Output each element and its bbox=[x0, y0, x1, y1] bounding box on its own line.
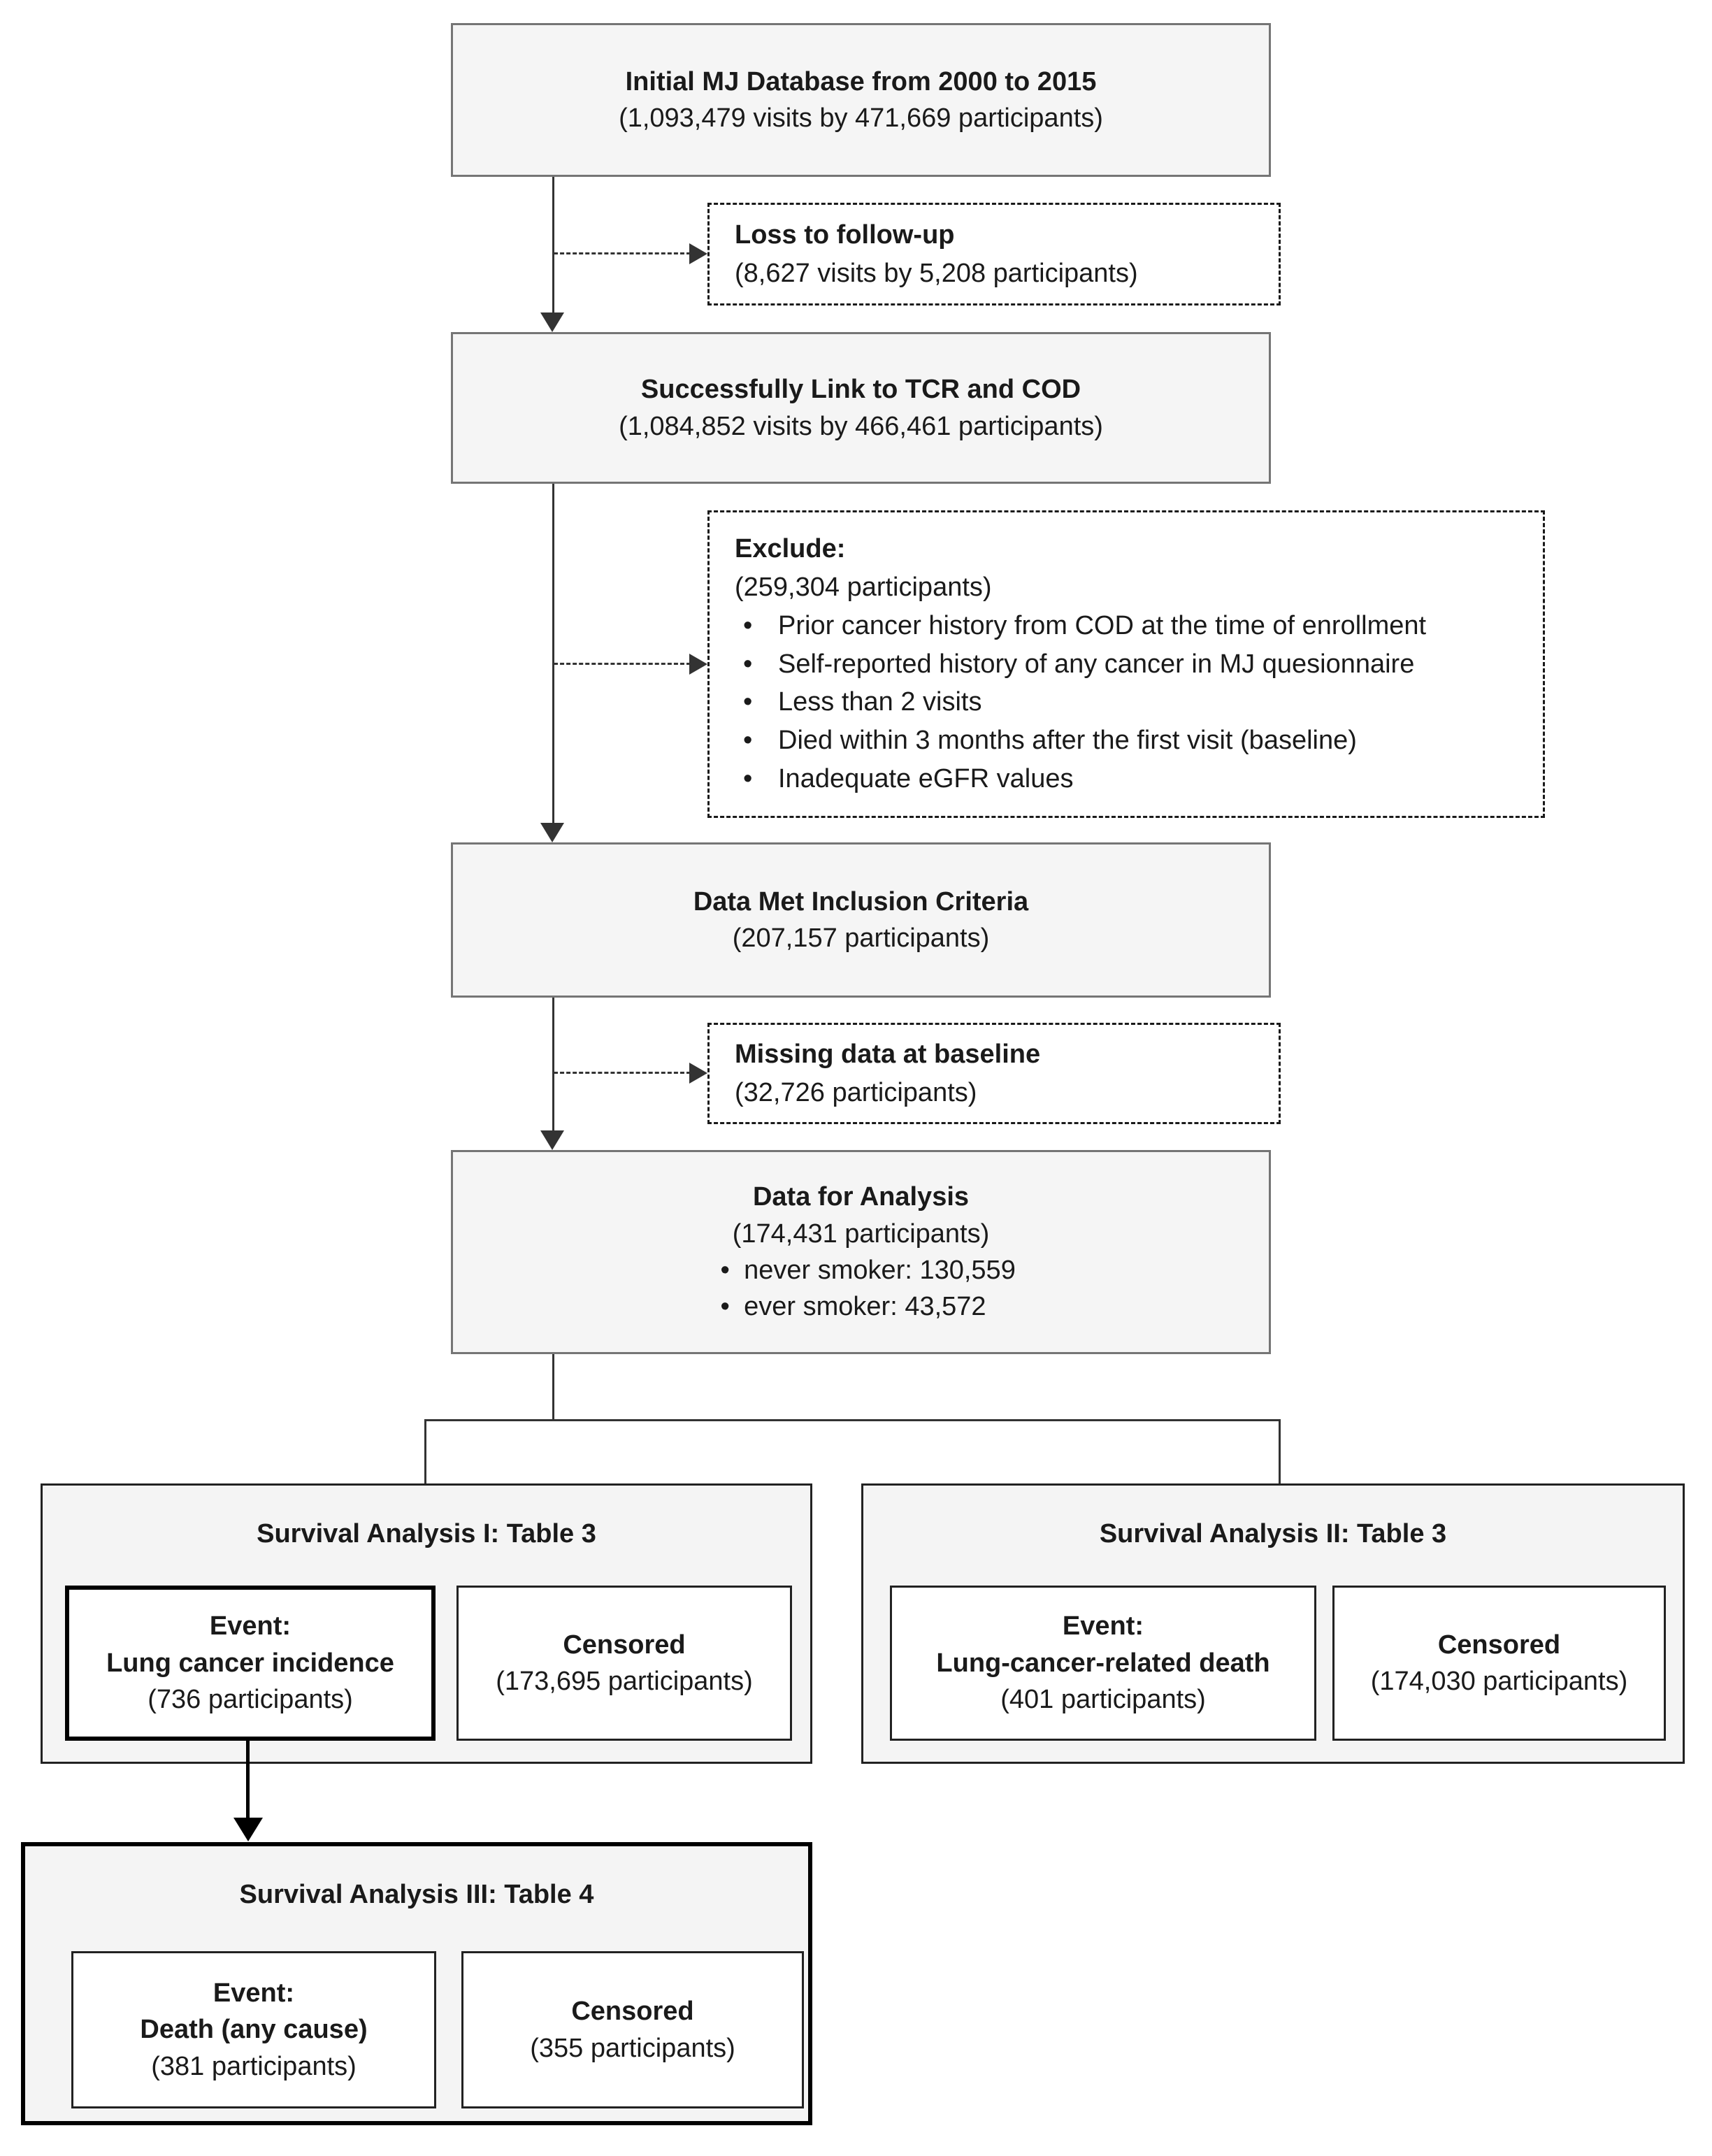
box-event-death-any-cause: Event: Death (any cause) (381 participan… bbox=[71, 1951, 436, 2108]
dashed-connector bbox=[554, 252, 691, 254]
box-initial-database: Initial MJ Database from 2000 to 2015 (1… bbox=[451, 23, 1271, 177]
box-censored-3: Censored (355 participants) bbox=[461, 1951, 804, 2108]
connector-line bbox=[1279, 1419, 1281, 1485]
arrow-right-icon bbox=[689, 243, 707, 264]
box-survival-analysis-3: Survival Analysis III: Table 4 Event: De… bbox=[21, 1842, 812, 2125]
box-inclusion-subtitle: (207,157 participants) bbox=[732, 924, 990, 953]
dashed-connector bbox=[554, 1072, 691, 1074]
arrow-down-icon bbox=[540, 312, 564, 332]
connector-line bbox=[552, 1354, 554, 1421]
bullet-icon: • bbox=[743, 610, 753, 640]
box-analysis-title: Data for Analysis bbox=[752, 1182, 970, 1212]
event-label: Event: bbox=[213, 1978, 295, 2008]
censored-count: (174,030 participants) bbox=[1370, 1667, 1628, 1696]
missing-subtitle: (32,726 participants) bbox=[735, 1077, 977, 1107]
exclude-bullet-list: •Prior cancer history from COD at the ti… bbox=[735, 607, 1529, 798]
box-link-title: Successfully Link to TCR and COD bbox=[640, 375, 1081, 405]
list-item: •never smoker: 130,559 bbox=[706, 1252, 1016, 1288]
box-analysis-subtitle: (174,431 participants) bbox=[732, 1219, 990, 1249]
box-censored-1: Censored (173,695 participants) bbox=[456, 1586, 792, 1741]
event-count: (401 participants) bbox=[1000, 1685, 1206, 1715]
box-exclude: Exclude: (259,304 participants) •Prior c… bbox=[707, 510, 1545, 818]
arrow-down-icon bbox=[540, 823, 564, 842]
box-initial-subtitle: (1,093,479 visits by 471,669 participant… bbox=[619, 103, 1103, 133]
bullet-icon: • bbox=[743, 763, 753, 793]
arrow-down-icon bbox=[233, 1818, 263, 1841]
censored-label: Censored bbox=[571, 1997, 694, 2027]
censored-count: (355 participants) bbox=[530, 2033, 735, 2063]
box-survival-analysis-2: Survival Analysis II: Table 3 Event: Lun… bbox=[861, 1483, 1685, 1764]
missing-title: Missing data at baseline bbox=[735, 1039, 1041, 1069]
dashed-connector bbox=[554, 663, 691, 665]
box-loss-to-followup: Loss to follow-up (8,627 visits by 5,208… bbox=[707, 203, 1281, 306]
box-inclusion-criteria: Data Met Inclusion Criteria (207,157 par… bbox=[451, 842, 1271, 998]
censored-count: (173,695 participants) bbox=[496, 1667, 753, 1696]
connector-line bbox=[424, 1419, 426, 1485]
box-censored-2: Censored (174,030 participants) bbox=[1332, 1586, 1666, 1741]
branch-rail bbox=[424, 1419, 1281, 1421]
analysis-bullet-list: •never smoker: 130,559 •ever smoker: 43,… bbox=[706, 1252, 1016, 1325]
connector-line bbox=[246, 1739, 250, 1821]
box-event-lung-cancer-death: Event: Lung-cancer-related death (401 pa… bbox=[890, 1586, 1316, 1741]
event-name: Lung-cancer-related death bbox=[936, 1648, 1270, 1678]
event-label: Event: bbox=[209, 1611, 292, 1641]
connector-line bbox=[552, 998, 554, 1133]
bullet-icon: • bbox=[720, 1292, 730, 1322]
list-item: •Died within 3 months after the first vi… bbox=[735, 721, 1529, 760]
bullet-icon: • bbox=[720, 1256, 730, 1285]
arrow-right-icon bbox=[689, 654, 707, 675]
event-count: (736 participants) bbox=[148, 1685, 353, 1715]
arrow-right-icon bbox=[689, 1063, 707, 1084]
event-count: (381 participants) bbox=[151, 2051, 357, 2081]
box-inclusion-title: Data Met Inclusion Criteria bbox=[693, 886, 1029, 917]
exclude-title: Exclude: bbox=[735, 534, 846, 564]
event-name: Lung cancer incidence bbox=[106, 1648, 394, 1678]
event-name: Death (any cause) bbox=[140, 2015, 368, 2045]
connector-line bbox=[552, 484, 554, 825]
survival-1-title: Survival Analysis I: Table 3 bbox=[257, 1519, 596, 1548]
box-survival-analysis-1: Survival Analysis I: Table 3 Event: Lung… bbox=[41, 1483, 812, 1764]
survival-2-title: Survival Analysis II: Table 3 bbox=[1099, 1519, 1447, 1548]
event-label: Event: bbox=[1062, 1611, 1144, 1641]
list-item: •Self-reported history of any cancer in … bbox=[735, 645, 1529, 684]
loss-subtitle: (8,627 visits by 5,208 participants) bbox=[735, 258, 1138, 288]
list-item: •ever smoker: 43,572 bbox=[706, 1288, 1016, 1325]
list-item: •Inadequate eGFR values bbox=[735, 760, 1529, 798]
box-missing-baseline: Missing data at baseline (32,726 partici… bbox=[707, 1023, 1281, 1124]
bullet-icon: • bbox=[743, 687, 753, 717]
list-item: •Prior cancer history from COD at the ti… bbox=[735, 607, 1529, 645]
box-link-subtitle: (1,084,852 visits by 466,461 participant… bbox=[619, 411, 1103, 441]
bullet-icon: • bbox=[743, 649, 753, 679]
censored-label: Censored bbox=[563, 1630, 686, 1660]
box-data-for-analysis: Data for Analysis (174,431 participants)… bbox=[451, 1150, 1271, 1354]
censored-label: Censored bbox=[1437, 1630, 1561, 1660]
loss-title: Loss to follow-up bbox=[735, 220, 955, 250]
list-item: •Less than 2 visits bbox=[735, 683, 1529, 721]
box-link-tcr-cod: Successfully Link to TCR and COD (1,084,… bbox=[451, 332, 1271, 484]
survival-3-title: Survival Analysis III: Table 4 bbox=[239, 1880, 594, 1909]
box-event-lung-cancer-incidence: Event: Lung cancer incidence (736 partic… bbox=[65, 1586, 436, 1741]
connector-line bbox=[552, 177, 554, 315]
bullet-icon: • bbox=[743, 726, 753, 756]
exclude-subtitle: (259,304 participants) bbox=[735, 573, 992, 603]
arrow-down-icon bbox=[540, 1130, 564, 1150]
box-initial-title: Initial MJ Database from 2000 to 2015 bbox=[625, 66, 1097, 96]
